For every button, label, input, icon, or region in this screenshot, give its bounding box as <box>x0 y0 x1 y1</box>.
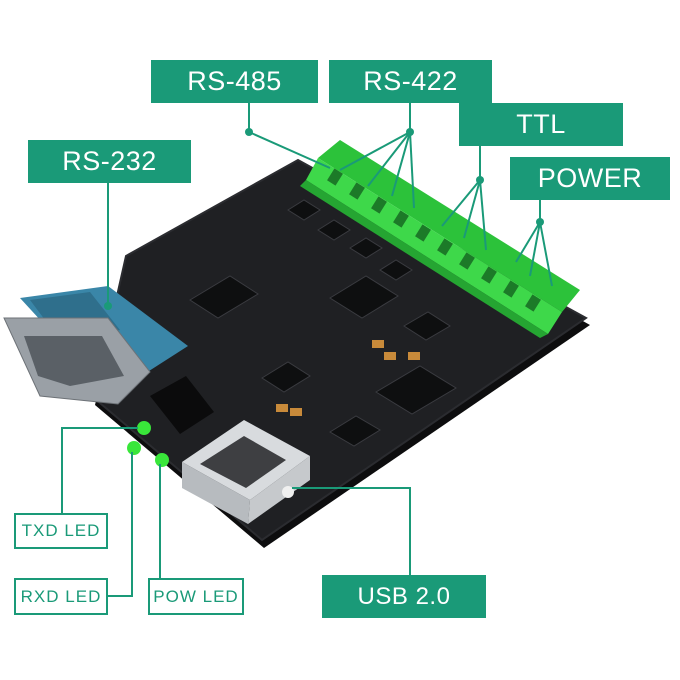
txd-led-label: TXD LED <box>14 513 108 549</box>
barrel-jack <box>150 376 214 434</box>
txd-led <box>137 421 151 435</box>
pow-led-label: POW LED <box>148 578 244 615</box>
rs422-label: RS-422 <box>329 60 492 103</box>
pow-led <box>155 453 169 467</box>
mounting-hole <box>282 486 294 498</box>
power-label: POWER <box>510 157 670 200</box>
ic-chips <box>189 199 457 447</box>
terminal-block <box>300 140 580 338</box>
db9-connector <box>3 286 188 405</box>
ttl-label: TTL <box>459 103 623 146</box>
rs485-label: RS-485 <box>151 60 318 103</box>
terminal-screws <box>327 168 541 312</box>
usb-connector <box>182 420 310 524</box>
rxd-led <box>127 441 141 455</box>
usb-label: USB 2.0 <box>322 575 486 618</box>
capacitors <box>276 340 420 416</box>
rxd-led-label: RXD LED <box>14 578 108 615</box>
leader-dots <box>104 128 544 310</box>
rs232-label: RS-232 <box>28 140 191 183</box>
